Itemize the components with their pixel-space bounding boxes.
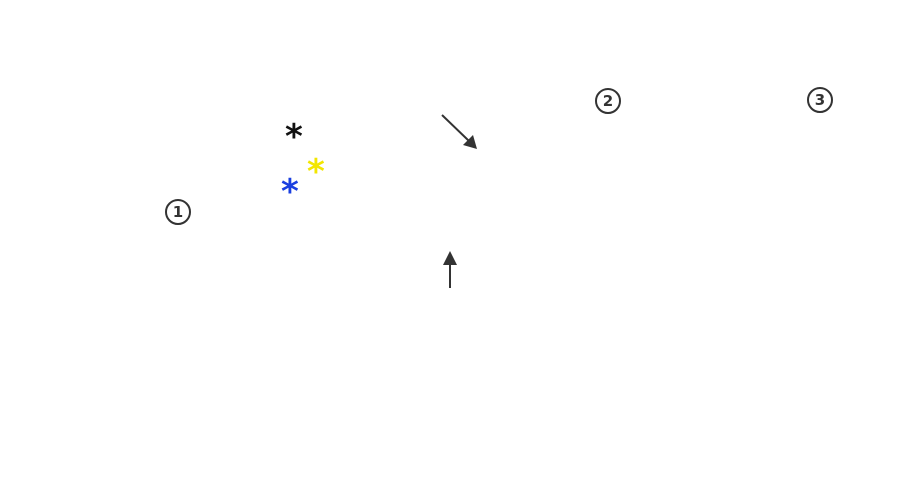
up-arrow-icon (443, 251, 457, 288)
yellow-asterisk-marker: * (307, 152, 325, 192)
label-2-text: 2 (602, 91, 614, 110)
black-asterisk-marker: * (285, 117, 303, 157)
label-3-text: 3 (814, 90, 826, 109)
diagonal-arrow-shaft (441, 114, 470, 142)
diagonal-arrow-head (463, 135, 477, 149)
circled-label-3: 3 (807, 87, 833, 113)
blue-asterisk-marker: * (281, 172, 299, 212)
diagonal-arrow-icon (441, 114, 477, 149)
up-arrow-head (443, 251, 457, 265)
circled-label-2: 2 (595, 88, 621, 114)
label-1-text: 1 (172, 202, 184, 221)
circled-label-1: 1 (165, 199, 191, 225)
